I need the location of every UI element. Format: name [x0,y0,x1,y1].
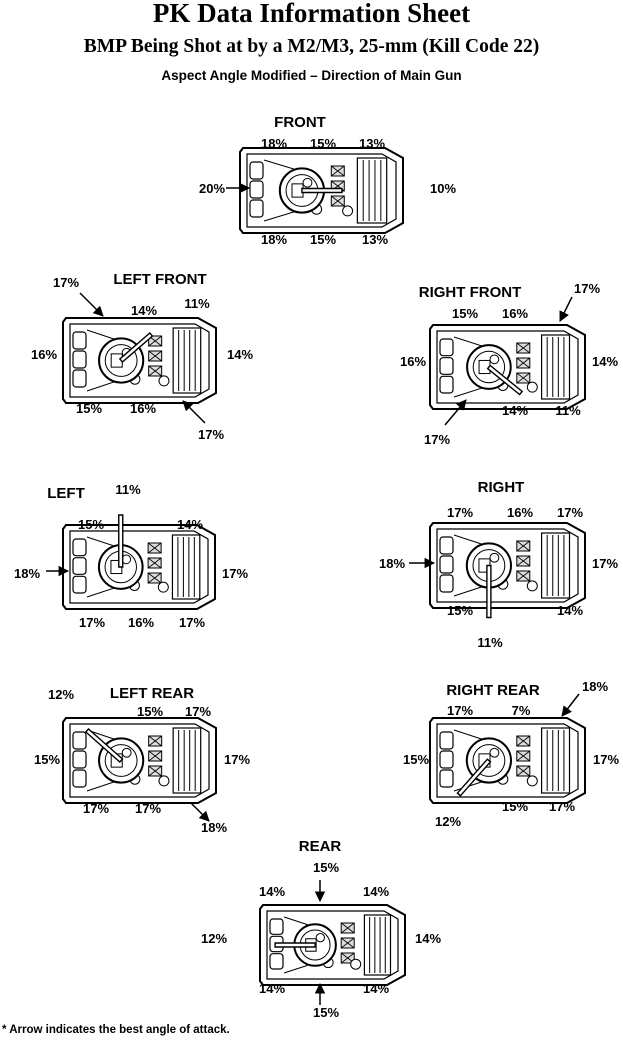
bmp-vehicle-icon [62,717,217,804]
pk-label: 15% [34,752,60,767]
panel-title: RIGHT REAR [446,682,540,699]
pk-label: 17% [83,801,109,816]
pk-label: 17% [79,615,105,630]
pk-label: 15% [313,1005,339,1020]
pk-label: 16% [400,354,426,369]
pk-label: 11% [477,635,503,650]
pk-label: 16% [502,306,528,321]
panel-right: RIGHT 17% 16% 17% 18% 17% 15% 14% 11% [379,479,618,650]
pk-label: 14% [502,403,528,418]
bmp-vehicle-icon [259,904,406,986]
panel-rear: REAR 15% 14% 14% 12% 14% 14% 14% 15% [201,838,441,1020]
pk-label: 17% [574,281,600,296]
attack-arrow-icon [190,802,210,822]
pk-label: 16% [507,505,533,520]
pk-label: 16% [31,347,57,362]
pk-label: 18% [14,566,40,581]
attack-arrow-icon [561,693,580,717]
pk-label: 18% [261,232,287,247]
pk-label: 12% [435,814,461,829]
pk-label: 7% [512,703,531,718]
attack-arrow-icon [559,296,573,322]
pk-label: 18% [379,556,405,571]
pk-label: 15% [313,860,339,875]
pk-label: 15% [502,799,528,814]
pk-label: 17% [557,505,583,520]
pk-label: 11% [115,482,141,497]
bmp-vehicle-icon [429,522,586,619]
pk-label: 15% [310,232,336,247]
pk-label: 12% [201,931,227,946]
panel-title: RIGHT [478,479,525,496]
pk-label: 14% [363,884,389,899]
panel-right-front: RIGHT FRONT 17% 15% 16% 16% 14% 14% 11% 17% [400,281,618,447]
pk-label: 15% [76,401,102,416]
pk-label: 17% [222,566,248,581]
panel-right-rear: RIGHT REAR 18% 17% 7% 15% 17% 12% 15% 17% [403,679,619,829]
pk-label: 15% [78,517,104,532]
pk-label: 14% [177,517,203,532]
panel-title: FRONT [274,114,326,131]
pk-label: 13% [359,136,385,151]
pk-label: 16% [130,401,156,416]
panel-front: FRONT 18% 15% 13% 20% 10% 18% 15% 13% [199,114,456,247]
footnote: * Arrow indicates the best angle of atta… [2,1024,230,1036]
pk-label: 14% [259,981,285,996]
panel-title: LEFT FRONT [113,271,206,288]
pk-label: 10% [430,181,456,196]
page-title: PK Data Information Sheet [152,0,471,28]
pk-label: 14% [363,981,389,996]
pk-label: 17% [593,752,619,767]
pk-label: 17% [447,505,473,520]
attack-arrow-icon [79,292,104,317]
pk-label: 15% [452,306,478,321]
panel-left-rear: LEFT REAR 12% 15% 17% 15% 17% 17% 17% 18% [34,685,250,835]
pk-label: 18% [261,136,287,151]
bmp-vehicle-icon [429,717,586,804]
panel-title: RIGHT FRONT [419,284,522,301]
pk-label: 17% [198,427,224,442]
pk-label: 17% [549,799,575,814]
pk-label: 18% [582,679,608,694]
pk-label: 11% [555,403,581,418]
panel-left-front: LEFT FRONT 17% 14% 11% 16% 14% 15% 16% 17% [31,271,253,442]
panel-title: LEFT [47,485,85,502]
pk-label: 20% [199,181,225,196]
page-subsubtitle: Aspect Angle Modified – Direction of Mai… [161,68,462,83]
pk-label: 18% [201,820,227,835]
pk-label: 15% [403,752,429,767]
attack-arrow-icon [182,400,206,424]
pk-label: 14% [259,884,285,899]
pk-label: 13% [362,232,388,247]
pk-label: 17% [135,801,161,816]
pk-label: 14% [415,931,441,946]
panel-title: LEFT REAR [110,685,194,702]
pk-label: 14% [227,347,253,362]
pk-label: 15% [447,603,473,618]
panel-title: REAR [299,838,342,855]
pk-label: 16% [128,615,154,630]
page-subtitle: BMP Being Shot at by a M2/M3, 25-mm (Kil… [83,36,540,57]
bmp-vehicle-icon [429,324,586,410]
bmp-vehicle-icon [239,147,404,234]
pk-label: 14% [557,603,583,618]
pk-label: 11% [184,296,210,311]
pk-label: 17% [224,752,250,767]
pk-label: 17% [179,615,205,630]
attack-arrow-icon [444,399,467,426]
pk-label: 17% [592,556,618,571]
pk-label: 14% [131,303,157,318]
pk-label: 14% [592,354,618,369]
bmp-vehicle-icon [62,514,216,610]
pk-label: 17% [447,703,473,718]
pk-label: 17% [185,704,211,719]
bmp-vehicle-icon [62,317,217,404]
pk-label: 12% [48,687,74,702]
pk-label: 15% [310,136,336,151]
pk-label: 17% [424,432,450,447]
pk-label: 17% [53,275,79,290]
panel-left: LEFT 11% 15% 14% 18% 17% 17% 16% 17% [14,482,248,630]
pk-label: 15% [137,704,163,719]
